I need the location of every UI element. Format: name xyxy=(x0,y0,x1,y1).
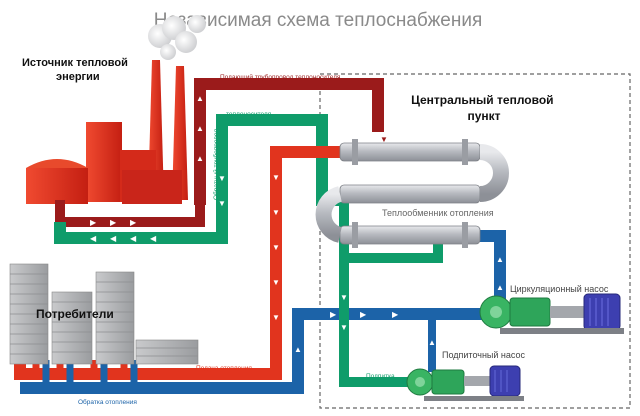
svg-text:▶: ▶ xyxy=(360,310,367,319)
svg-text:▶: ▶ xyxy=(330,310,337,319)
svg-text:▶: ▶ xyxy=(110,218,117,227)
makeup-label: Подпитка xyxy=(366,373,395,380)
circulation-pump xyxy=(479,293,624,334)
heating-return-label: Обратка отопления xyxy=(78,398,137,406)
makeup-pump-label: Подпиточный насос xyxy=(442,350,525,360)
heat-exchanger xyxy=(315,139,509,248)
svg-text:▼: ▼ xyxy=(272,208,280,217)
svg-text:◀: ◀ xyxy=(130,234,137,243)
circulation-pump-label: Циркуляционный насос xyxy=(510,284,609,294)
primary-supply-pipe xyxy=(194,78,384,205)
svg-text:◀: ◀ xyxy=(90,234,97,243)
svg-text:▲: ▲ xyxy=(196,154,204,163)
flow-chevrons: ▲ ▲ ▲ ▼ ▼ ◀ ◀ ◀ ◀ ▶ ▶ ▶ xyxy=(90,94,226,243)
building-return-stubs xyxy=(42,360,138,388)
diagram-title: Независимая схема теплоснабжения xyxy=(154,10,483,31)
consumer-buildings xyxy=(9,263,199,365)
makeup-pump xyxy=(406,365,524,401)
svg-text:▶: ▶ xyxy=(130,218,137,227)
supply-pipe-label: Подающий трубопровод теплоносителя xyxy=(220,73,341,81)
svg-text:▼: ▼ xyxy=(272,243,280,252)
svg-text:▼: ▼ xyxy=(340,293,348,302)
consumers-label: Потребители xyxy=(36,307,114,321)
svg-text:▼: ▼ xyxy=(272,278,280,287)
arrow-down-icon: ▼ xyxy=(380,135,388,144)
svg-text:▲: ▲ xyxy=(496,283,504,292)
svg-text:◀: ◀ xyxy=(110,234,117,243)
return-pipe-label: теплоносителя xyxy=(226,111,272,118)
heat-exchanger-label: Теплообменник отопления xyxy=(382,208,494,218)
svg-text:▲: ▲ xyxy=(294,345,302,354)
source-label: Источник тепловой энергии xyxy=(22,57,131,83)
svg-text:▶: ▶ xyxy=(90,218,97,227)
svg-text:▼: ▼ xyxy=(340,323,348,332)
svg-text:▼: ▼ xyxy=(272,173,280,182)
svg-text:▲: ▲ xyxy=(196,124,204,133)
svg-text:▲: ▲ xyxy=(428,338,436,347)
svg-text:▼: ▼ xyxy=(272,313,280,322)
return-pipe-label-vertical: Обратный трубопровод xyxy=(212,129,220,200)
secondary-chevrons: ▼ ▼ ▼ ▼ ▼ ▲ ▶ ▶ ▶ ▼ ▼ ▲ ▲ ▲ xyxy=(272,173,504,354)
ctp-label: Центральный тепловой пункт xyxy=(411,93,557,123)
svg-text:▲: ▲ xyxy=(496,255,504,264)
heating-supply-label: Подача отопления xyxy=(196,365,252,372)
makeup-pipe xyxy=(339,258,412,387)
svg-text:◀: ◀ xyxy=(150,234,157,243)
svg-text:▼: ▼ xyxy=(218,199,226,208)
svg-text:▶: ▶ xyxy=(392,310,399,319)
svg-text:▼: ▼ xyxy=(218,174,226,183)
svg-text:▲: ▲ xyxy=(196,94,204,103)
heating-return-pipe xyxy=(20,308,470,394)
heat-source-plant xyxy=(26,15,206,227)
